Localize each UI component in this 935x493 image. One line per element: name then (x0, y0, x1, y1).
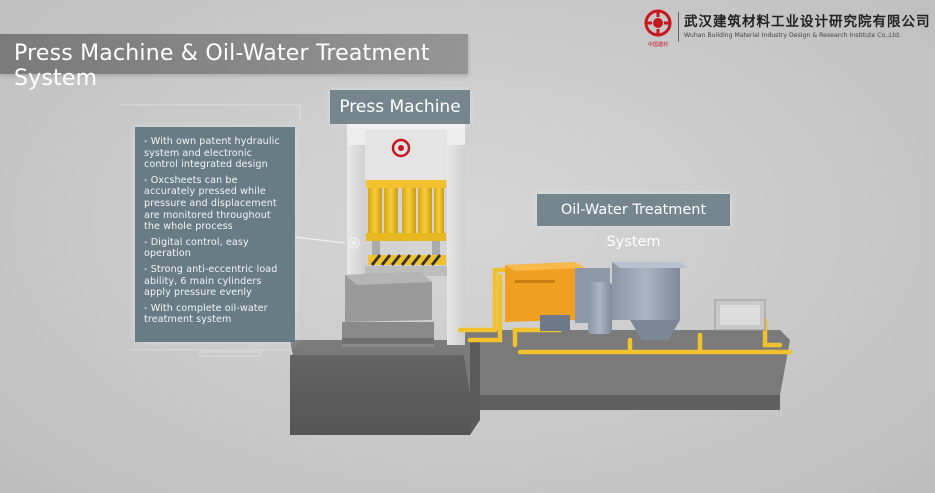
feature-item: - Oxcsheets can be accurately pressed wh… (144, 174, 277, 233)
feature-item: - With own patent hydraulic system and e… (144, 136, 280, 171)
oil-water-label: Oil-Water Treatment System (537, 194, 730, 250)
page-title: Press Machine & Oil-Water Treatment Syst… (14, 41, 430, 91)
logo-divider (678, 12, 679, 42)
press-machine-label: Press Machine (330, 90, 470, 124)
company-logo: 中国建材 武汉建筑材料工业设计研究院有限公司 Wuhan Building Ma… (640, 8, 931, 48)
floor-platform (290, 330, 790, 435)
press-machine-graphic (342, 124, 465, 347)
feature-item: - With complete oil-water treatment syst… (144, 302, 268, 326)
company-name-cn: 武汉建筑材料工业设计研究院有限公司 (684, 14, 931, 30)
background-outline (120, 104, 301, 357)
features-list: - With own patent hydraulic system and e… (135, 127, 295, 326)
callout-connector (294, 236, 360, 249)
cnbm-logo-icon (644, 9, 672, 37)
feature-item: - Strong anti-eccentric load ability, 6 … (144, 263, 278, 299)
oil-water-system-graphic (505, 262, 766, 340)
feature-item: - Digital control, easy operation (144, 236, 249, 260)
brand-cn: 中国建材 (647, 42, 668, 48)
title-banner: Press Machine & Oil-Water Treatment Syst… (0, 34, 468, 91)
features-panel: - With own patent hydraulic system and e… (135, 127, 295, 342)
company-name-en: Wuhan Building Material Industry Design … (684, 32, 901, 39)
